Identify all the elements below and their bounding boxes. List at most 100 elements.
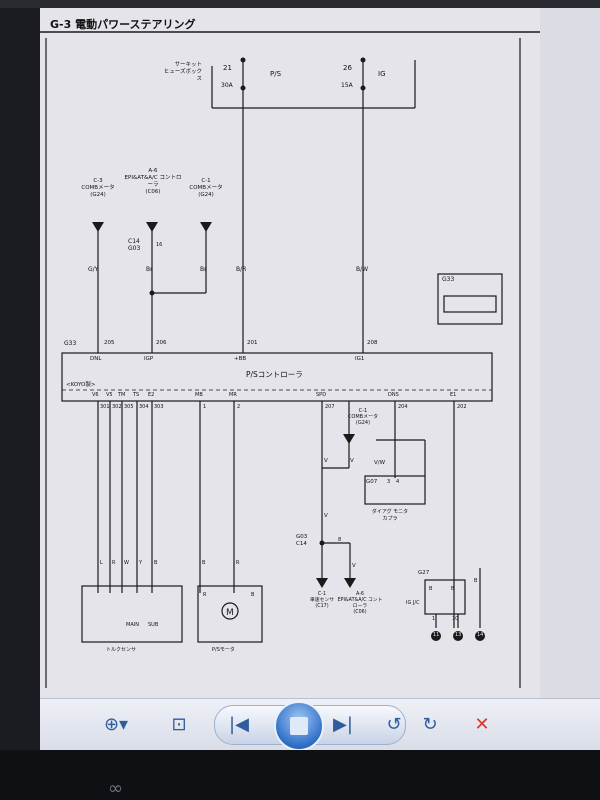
connector-a6-desc: EPI&AT&A/C コントローラ — [124, 175, 182, 188]
g27-name: IG J/C — [406, 600, 420, 606]
motor-label-r: R — [203, 592, 207, 598]
controller-pinname-ig1: IG1 — [355, 356, 365, 362]
g27-pin-10: 10 — [452, 616, 459, 622]
spd-wire-2: V — [350, 458, 354, 464]
ground-14-label: 14 — [477, 632, 484, 638]
torque-label-main: MAIN — [126, 622, 139, 628]
spd-wire-4: V — [352, 563, 356, 569]
fuse-26-rating: 15A — [341, 82, 353, 89]
spd-wire-1: V — [324, 458, 328, 464]
connector-c3-code: C-3 — [93, 178, 103, 184]
rotate-ccw-button[interactable]: ↺ — [386, 713, 402, 735]
g27-wire-b1: B — [429, 586, 433, 592]
spd-connector-label: C-1 COMBメータ (G24) — [340, 408, 386, 426]
play-slideshow-button[interactable] — [274, 701, 324, 751]
pin-tm: TM — [118, 392, 126, 398]
wire-color-igp: Br — [146, 266, 153, 273]
pin-mb: MB — [195, 392, 203, 398]
g07-pin-4: 4 — [396, 479, 400, 485]
controller-pin-205: 205 — [104, 340, 115, 346]
lower-wire-2: R — [112, 560, 116, 566]
previous-button[interactable]: |◀ — [229, 713, 249, 735]
bottom-a6-ref: (C06) — [353, 610, 367, 615]
g27-pin-1: 1 — [432, 616, 436, 622]
motor-label-b: B — [251, 592, 255, 598]
controller-pin-206: 206 — [156, 340, 167, 346]
pin-e2: E2 — [148, 392, 155, 398]
torque-label-sub: SUB — [148, 622, 159, 628]
fuse-21-name: P/S — [270, 70, 282, 78]
connector-c1-code: C-1 — [201, 178, 211, 184]
lower-wire-7: R — [236, 560, 240, 566]
g03-c14-code1: G03 — [296, 534, 308, 540]
pin-no-1: 1 — [203, 404, 207, 410]
motor-symbol — [221, 602, 239, 620]
ground-wire-b: B — [474, 578, 478, 584]
g27-code: G27 — [418, 570, 430, 576]
controller-pinname-dnl: DNL — [90, 356, 102, 362]
wire-color-br: Br — [200, 266, 207, 273]
pin-no-304: 304 — [139, 404, 149, 410]
splice-code2: G03 — [128, 245, 141, 252]
bottom-c1-desc: 車速センサ — [310, 598, 334, 603]
connector-c1-desc: COMBメータ — [189, 185, 223, 191]
wire-color-dnl: G/Y — [88, 266, 99, 273]
pin-ts: TS — [133, 392, 140, 398]
controller-pinname-bb: +BB — [234, 356, 247, 362]
play-icon — [290, 717, 308, 735]
pin-no-301: 301 — [100, 404, 110, 410]
g33-inset-label: G33 — [442, 276, 455, 283]
connector-c3-desc: COMBメータ — [81, 185, 115, 191]
spd-wire-3: V — [324, 513, 328, 519]
dns-wire-color: V/W — [374, 460, 386, 466]
spd-connector-desc: COMBメータ — [347, 414, 379, 420]
lower-wire-6: B — [202, 560, 206, 566]
spd-connector-ref: (G24) — [355, 420, 371, 426]
lower-wire-3: W — [124, 560, 129, 566]
connector-c3-label: C-3 COMBメータ (G24) — [76, 178, 120, 199]
zoom-button[interactable]: ⊕▾ — [103, 713, 129, 735]
ground-13-label: 13 — [455, 632, 462, 638]
controller-pinname-igp: IGP — [144, 356, 154, 362]
motor-symbol-label: M — [226, 608, 234, 618]
connector-a6-code: A-6 — [148, 168, 158, 174]
controller-connector: G33 — [64, 340, 77, 347]
fuse-26-name: IG — [378, 70, 386, 78]
bottom-connector-a6: A-6 EPI&AT&A/C コントローラ (C06) — [336, 592, 384, 616]
g27-wire-b2: B — [451, 586, 455, 592]
bottom-connector-c1: C-1 車速センサ (C17) — [304, 592, 340, 610]
splice-code1: C14 — [128, 238, 140, 245]
taskbar-icon[interactable]: ∞ — [108, 778, 123, 799]
slideshow-icon[interactable]: ⊡ — [171, 713, 187, 735]
delete-button[interactable]: ✕ — [474, 713, 490, 735]
connector-c1-ref: (G24) — [198, 192, 214, 198]
splice-pin: 16 — [156, 242, 163, 248]
connector-a6-label: A-6 EPI&AT&A/C コントローラ (C06) — [124, 168, 182, 196]
lower-wire-5: B — [154, 560, 158, 566]
wire-color-ig1: B/W — [356, 266, 369, 273]
fuse-26-number: 26 — [343, 64, 352, 72]
motor-name: P/Sモータ — [212, 647, 235, 653]
controller-maker: <KOYO製> — [66, 382, 96, 388]
pin-no-303: 303 — [154, 404, 164, 410]
g03-c14-code2: C14 — [296, 541, 307, 547]
g03-c14-label: G03 C14 — [296, 534, 307, 548]
connector-c1-label: C-1 COMBメータ (G24) — [184, 178, 228, 199]
controller-pin-201: 201 — [247, 340, 258, 346]
spd-connector-code: C-1 — [358, 408, 368, 414]
pin-v5: V5 — [106, 392, 113, 398]
page-margin — [540, 8, 600, 698]
bottom-c1-code: C-1 — [317, 592, 327, 597]
bottom-c1-ref: (C17) — [315, 604, 329, 609]
g03-c14-pin: 8 — [338, 537, 342, 543]
ground-11-label: 11 — [433, 632, 440, 638]
rotate-cw-button[interactable]: ↻ — [422, 713, 438, 735]
pin-dns: DNS — [388, 392, 399, 398]
pin-no-207: 207 — [325, 404, 335, 410]
connector-c3-ref: (G24) — [90, 192, 106, 198]
connector-a6-ref: (C06) — [145, 189, 161, 195]
g07-name: ダイアグ モニタカプラ — [371, 509, 409, 522]
pin-mr: MR — [229, 392, 237, 398]
g07-pin-3: 3 — [387, 479, 391, 485]
next-button[interactable]: ▶| — [333, 713, 353, 735]
